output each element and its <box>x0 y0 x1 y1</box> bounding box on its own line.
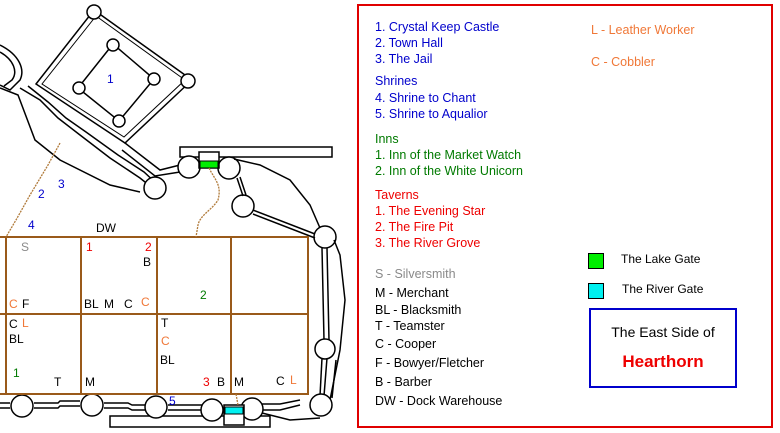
legend-inns-heading: Inns <box>375 132 399 146</box>
legend-trade-blacksmith: BL - Blacksmith <box>375 303 462 317</box>
wall-tower <box>314 338 336 360</box>
legend-lake-gate: The Lake Gate <box>621 252 701 266</box>
lake-gate-swatch <box>588 253 604 269</box>
cooper-label: C <box>124 297 133 311</box>
legend-panel: 1. Crystal Keep Castle 2. Town Hall 3. T… <box>357 4 773 428</box>
shrine-aqualior-label: 5 <box>169 394 176 408</box>
lake-shore <box>0 51 16 87</box>
shrine-chant-label: 4 <box>28 218 35 232</box>
tavern-river-grove-label: 3 <box>203 375 210 389</box>
wall-tower <box>200 398 224 422</box>
barber-label: B <box>143 255 152 269</box>
legend-trade-bowyer: F - Bowyer/Fletcher <box>375 356 485 370</box>
bowyer-label: F <box>22 297 30 311</box>
legend-tavern-2: 2. The Fire Pit <box>375 220 454 234</box>
town-hall-label: 2 <box>38 187 45 201</box>
merchant-label: M <box>104 297 114 311</box>
cooper-label: C <box>9 317 18 331</box>
legend-trade-cobbler: C - Cobbler <box>591 55 655 69</box>
merchant-label: M <box>85 375 95 389</box>
legend-trade-dock-warehouse: DW - Dock Warehouse <box>375 394 503 408</box>
city-wall-east <box>233 158 346 401</box>
castle-label: 1 <box>107 72 114 86</box>
blacksmith-label: BL <box>9 332 24 346</box>
wall-tower <box>10 394 34 418</box>
leather-worker-label: L <box>290 373 297 387</box>
legend-shrines-heading: Shrines <box>375 74 418 88</box>
leather-worker-label: L <box>22 316 29 330</box>
legend-trade-teamster: T - Teamster <box>375 319 445 333</box>
wall-tower <box>231 194 255 218</box>
map-title-box: The East Side of Hearthorn <box>589 308 737 388</box>
legend-shrine-4: 4. Shrine to Chant <box>375 91 476 105</box>
harbor-pier-north <box>179 146 333 158</box>
teamster-label: T <box>161 316 169 330</box>
castle-keep <box>76 42 156 123</box>
merchant-label: M <box>234 375 244 389</box>
river-gate-swatch <box>588 283 604 299</box>
legend-building-3: 3. The Jail <box>375 52 433 66</box>
wall-tower <box>144 395 168 419</box>
jail-label: 3 <box>58 177 65 191</box>
blacksmith-label: BL <box>160 353 175 367</box>
map-title-line2: Hearthorn <box>622 352 704 371</box>
cobbler-label: C <box>141 295 150 309</box>
wall-tower <box>309 393 333 417</box>
dirt-paths <box>5 142 239 406</box>
wall-tower <box>313 225 337 249</box>
inn-white-unicorn-label: 2 <box>200 288 207 302</box>
cobbler-label: C <box>161 334 170 348</box>
legend-trade-silversmith: S - Silversmith <box>375 267 456 281</box>
blacksmith-label: BL <box>84 297 99 311</box>
inn-market-watch-label: 1 <box>13 366 20 380</box>
legend-trade-barber: B - Barber <box>375 375 432 389</box>
lake-shore <box>0 44 23 91</box>
barber-label: B <box>217 375 226 389</box>
keep-tower <box>106 38 120 52</box>
legend-river-gate: The River Gate <box>622 282 704 296</box>
legend-inn-1: 1. Inn of the Market Watch <box>375 148 522 162</box>
wall-tower <box>177 155 201 179</box>
keep-tower <box>147 72 161 86</box>
legend-taverns-heading: Taverns <box>375 188 419 202</box>
street-grid <box>0 236 309 395</box>
silversmith-label: S <box>21 240 30 254</box>
legend-tavern-3: 3. The River Grove <box>375 236 481 250</box>
cobbler-label: C <box>9 297 18 311</box>
map-title-line1: The East Side of <box>611 324 715 340</box>
teamster-label: T <box>54 375 62 389</box>
city-wall-north <box>0 85 181 193</box>
keep-tower <box>112 114 126 128</box>
legend-building-2: 2. Town Hall <box>375 36 443 50</box>
legend-shrine-5: 5. Shrine to Aqualior <box>375 107 488 121</box>
river-gate-marker <box>224 406 244 415</box>
castle-towers <box>86 4 196 89</box>
cooper-label: C <box>276 374 285 388</box>
legend-building-1: 1. Crystal Keep Castle <box>375 20 500 34</box>
legend-trade-merchant: M - Merchant <box>375 286 449 300</box>
legend-inn-2: 2. Inn of the White Unicorn <box>375 164 523 178</box>
keep-tower <box>72 81 86 95</box>
wall-tower <box>143 176 167 200</box>
dock-warehouse-label: DW <box>96 221 116 235</box>
lake-gate-marker <box>199 160 219 169</box>
tavern-fire-pit-label: 2 <box>145 240 152 254</box>
harbor-pier-south <box>109 415 271 428</box>
legend-trade-leather-worker: L - Leather Worker <box>591 23 695 37</box>
legend-trade-cooper: C - Cooper <box>375 337 437 351</box>
wall-tower <box>80 393 104 417</box>
legend-tavern-1: 1. The Evening Star <box>375 204 486 218</box>
tavern-evening-star-label: 1 <box>86 240 93 254</box>
